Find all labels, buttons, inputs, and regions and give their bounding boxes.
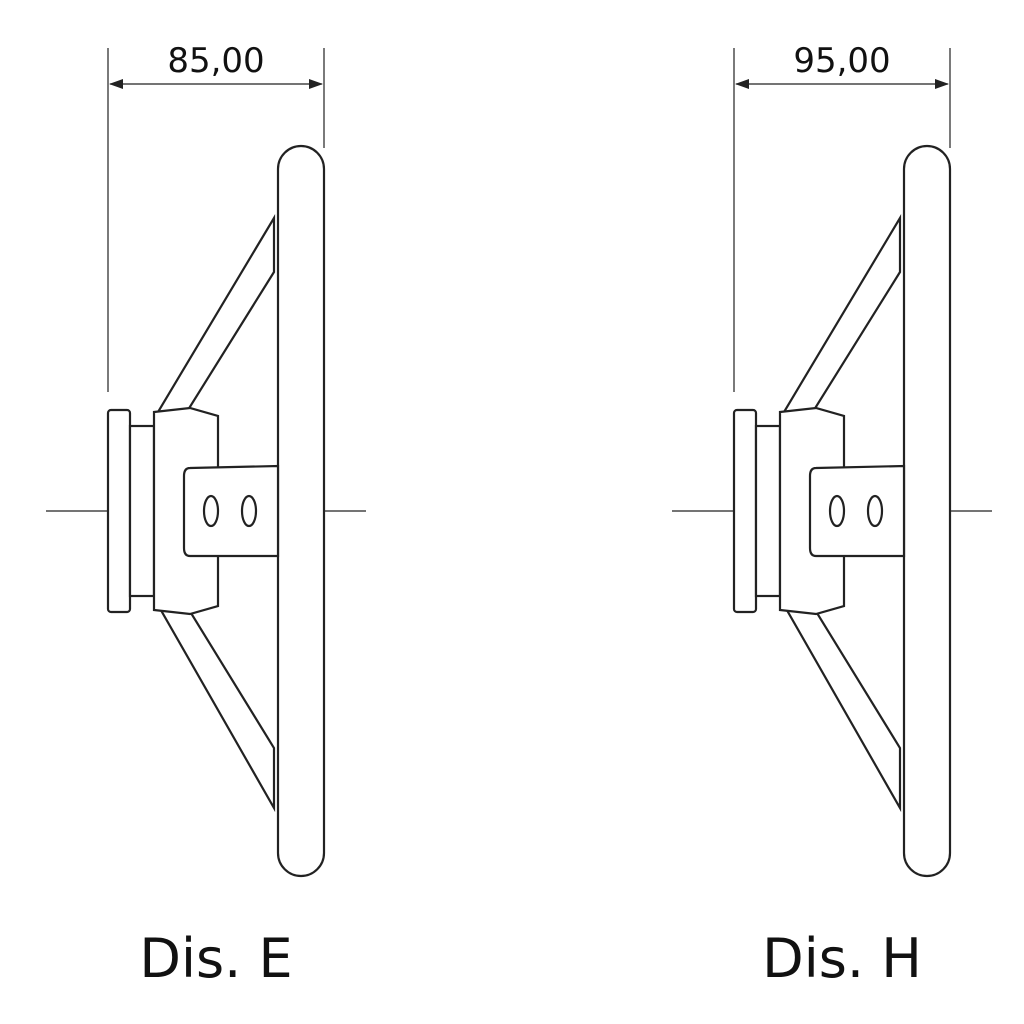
dimension-label: 85,00 xyxy=(167,41,264,81)
steering-wheel-side-view xyxy=(106,144,326,878)
drawing-caption: Dis. H xyxy=(762,927,922,990)
drawing-e: 85,00 Dis. E xyxy=(46,41,366,990)
drawing-h: 95,00 Dis. H xyxy=(672,41,992,990)
drawing-caption: Dis. E xyxy=(139,927,292,990)
steering-wheel-side-view xyxy=(732,144,952,878)
dimension-label: 95,00 xyxy=(793,41,890,81)
